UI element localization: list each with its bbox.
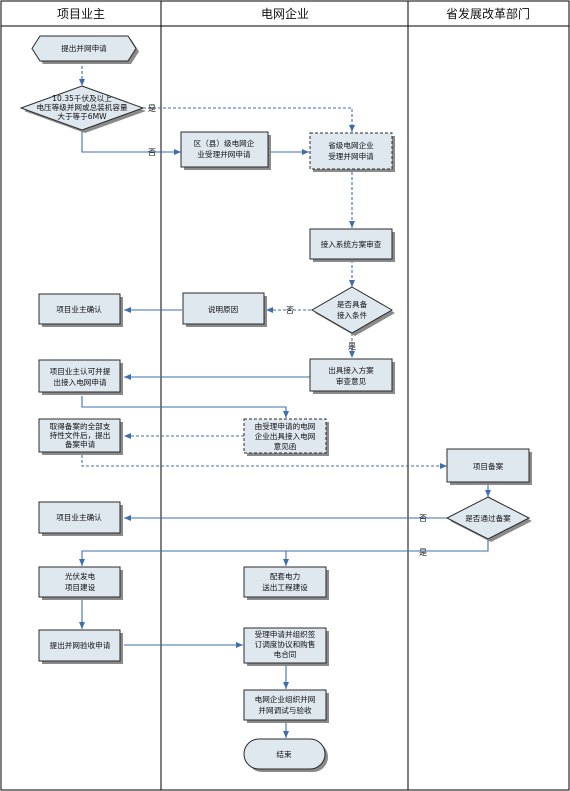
edge-n14-n16 (79, 539, 489, 566)
svg-text:电网企业组织并网: 电网企业组织并网 (255, 694, 316, 704)
svg-text:项目业主确认: 项目业主确认 (56, 304, 102, 314)
svg-text:受理并网申请: 受理并网申请 (328, 151, 374, 161)
svg-text:送出工程建设: 送出工程建设 (262, 582, 308, 592)
edge-n10-n12 (81, 396, 289, 418)
node-project-filing: 项目备案 (446, 448, 532, 485)
node-acceptance-request: 提出并网验收申请 (38, 629, 123, 664)
svg-text:审查意见: 审查意见 (336, 376, 367, 386)
svg-text:取得备案的全部支: 取得备案的全部支 (50, 421, 111, 431)
svg-text:配套电力: 配套电力 (270, 571, 300, 581)
node-pv-construction: 光伏发电 项目建设 (38, 566, 123, 600)
svg-text:说明原因: 说明原因 (208, 304, 238, 314)
edge-labels: 是 否 否 是 否 是 (148, 104, 427, 557)
svg-text:光伏发电: 光伏发电 (65, 571, 96, 581)
decision-voltage-capacity: 10.35千伏及以上 电压等级并网或总装机容量 大于等于6MW (19, 85, 146, 133)
svg-text:备案申请: 备案申请 (65, 439, 96, 449)
node-owner-confirm-2: 项目业主确认 (38, 501, 123, 536)
node-review-opinion: 出具接入方案 审查意见 (309, 358, 395, 394)
svg-text:出具接入方案: 出具接入方案 (328, 365, 374, 375)
svg-text:区（县）级电网企: 区（县）级电网企 (194, 138, 255, 148)
svg-text:是否通过备案: 是否通过备案 (465, 513, 511, 523)
node-explain-reason: 说明原因 (182, 292, 267, 327)
svg-text:出接入电网申请: 出接入电网申请 (53, 377, 107, 387)
svg-text:项目建设: 项目建设 (65, 582, 96, 592)
svg-text:由受理申请的电网: 由受理申请的电网 (255, 421, 316, 431)
svg-text:是否具备: 是否具备 (337, 299, 368, 309)
node-owner-confirm-1: 项目业主确认 (38, 293, 123, 327)
svg-text:电合同: 电合同 (274, 649, 297, 659)
svg-text:接入条件: 接入条件 (337, 310, 368, 320)
node-end: 结束 (243, 738, 328, 772)
connectors (79, 61, 491, 738)
node-transmission-construction: 配套电力 送出工程建设 (243, 566, 329, 600)
lane-header-grid: 电网企业 (261, 6, 309, 21)
svg-text:结束: 结束 (276, 749, 292, 759)
node-sign-contracts: 受理申请并组织签 订调度协议和购售 电合同 (243, 627, 329, 666)
svg-text:持性文件后，提出: 持性文件后，提出 (50, 430, 111, 440)
svg-text:受理申请并组织签: 受理申请并组织签 (255, 629, 316, 639)
svg-text:项目备案: 项目备案 (473, 461, 504, 471)
lane-header-owner: 项目业主 (57, 7, 105, 21)
svg-text:10.35千伏及以上: 10.35千伏及以上 (52, 93, 112, 103)
svg-text:接入系统方案审查: 接入系统方案审查 (321, 239, 382, 249)
decision-access-conditions: 是否具备 接入条件 (310, 286, 395, 336)
svg-text:企业出具接入电网: 企业出具接入电网 (255, 431, 316, 441)
svg-text:省级电网企业: 省级电网企业 (328, 140, 374, 150)
svg-text:并网调试与验收: 并网调试与验收 (258, 705, 312, 715)
label-yes-3: 是 (419, 548, 427, 557)
svg-text:意见函: 意见函 (274, 441, 297, 451)
node-owner-approve-apply: 项目业主认可并提 出接入电网申请 (38, 359, 123, 395)
svg-text:电压等级并网或总装机容量: 电压等级并网或总装机容量 (36, 102, 128, 112)
edge-n11-n13 (81, 455, 447, 469)
node-scheme-review: 接入系统方案审查 (309, 228, 395, 262)
edge-n2-n3 (81, 130, 181, 155)
svg-text:业受理并网申请: 业受理并网申请 (197, 149, 251, 159)
edge-n14-n17 (82, 550, 289, 566)
label-no-2: 否 (286, 306, 294, 315)
svg-text:项目业主认可并提: 项目业主认可并提 (50, 366, 111, 376)
node-submit-request: 提出并网申请 (31, 35, 139, 64)
svg-text:提出并网申请: 提出并网申请 (61, 43, 107, 53)
svg-text:项目业主确认: 项目业主确认 (56, 512, 102, 522)
label-yes-1: 是 (148, 104, 156, 113)
lane-header-ndrc: 省发展改革部门 (446, 6, 530, 21)
node-grid-opinion-letter: 由受理申请的电网 企业出具接入电网 意见函 (243, 418, 329, 456)
label-yes-2: 是 (348, 342, 356, 351)
svg-text:提出并网验收申请: 提出并网验收申请 (50, 640, 111, 650)
svg-text:订调度协议和购售: 订调度协议和购售 (255, 639, 316, 649)
node-district-grid-accept: 区（县）级电网企 业受理并网申请 (180, 131, 271, 170)
node-filing-application: 取得备案的全部支 持性文件后，提出 备案申请 (38, 418, 123, 455)
node-provincial-grid-accept: 省级电网企业 受理并网申请 (309, 132, 395, 172)
edge-n2-n4 (143, 107, 355, 132)
label-no-1: 否 (148, 148, 156, 157)
decision-filing-approved: 是否通过备案 (445, 496, 532, 542)
nodes: 提出并网申请 10.35千伏及以上 电压等级并网或总装机容量 大于等于6MW 区… (19, 35, 532, 772)
svg-text:大于等于6MW: 大于等于6MW (57, 111, 107, 121)
node-grid-testing: 电网企业组织并网 并网调试与验收 (243, 689, 329, 723)
label-no-3: 否 (419, 514, 427, 523)
